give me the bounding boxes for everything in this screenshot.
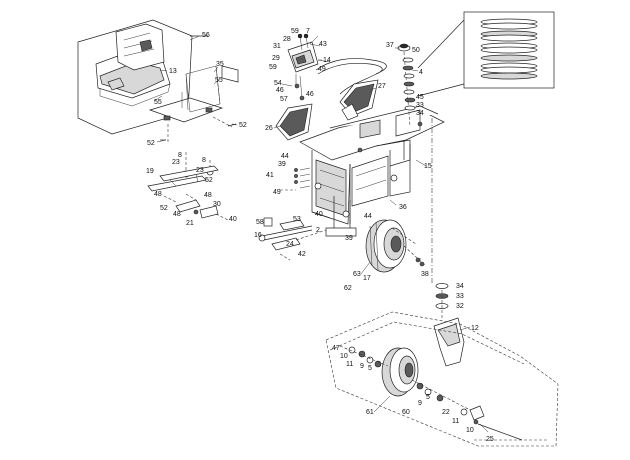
callout-19: 19 bbox=[146, 168, 154, 175]
front-axle-assembly bbox=[325, 311, 559, 447]
callout-15: 15 bbox=[424, 163, 432, 170]
callout-52: 52 bbox=[239, 122, 247, 129]
callout-42: 42 bbox=[298, 251, 306, 258]
callout-59b: 59 bbox=[269, 64, 277, 71]
callout-39a: 39 bbox=[278, 161, 286, 168]
callout-53a: 53 bbox=[293, 216, 301, 223]
callout-43: 43 bbox=[319, 41, 327, 48]
callout-37: 37 bbox=[386, 42, 394, 49]
callout-23b: 23 bbox=[196, 167, 204, 174]
callout-23a: 23 bbox=[172, 159, 180, 166]
callout-35: 35 bbox=[216, 61, 224, 68]
callout-31: 31 bbox=[273, 43, 281, 50]
callout-56: 56 bbox=[202, 32, 210, 39]
callout-63: 63 bbox=[353, 271, 361, 278]
caster-spindle-stack bbox=[431, 118, 449, 318]
callout-44b: 44 bbox=[364, 213, 372, 220]
linkage-assembly bbox=[258, 217, 327, 261]
callout-17: 17 bbox=[363, 275, 371, 282]
washer-detail-inset bbox=[463, 11, 555, 89]
callout-11b: 11 bbox=[452, 418, 459, 425]
callout-12: 12 bbox=[471, 325, 479, 332]
callout-55b: 55 bbox=[215, 77, 223, 84]
callout-49b: 49 bbox=[273, 189, 281, 196]
callout-57: 57 bbox=[280, 96, 288, 103]
rear-drive-wheel bbox=[365, 219, 427, 273]
callout-39b: 39 bbox=[345, 235, 353, 242]
callout-52d: 52 bbox=[160, 205, 168, 212]
callout-25: 25 bbox=[486, 436, 494, 443]
callout-9b: 9 bbox=[418, 400, 422, 407]
callout-26: 26 bbox=[265, 125, 273, 132]
callout-40a: 40 bbox=[229, 216, 237, 223]
seat-assembly bbox=[77, 19, 239, 142]
callout-labels: 56 13 55 35 55 52 52 8 8 23 23 19 52 48 … bbox=[146, 28, 494, 443]
callout-40b: 40 bbox=[315, 211, 323, 218]
callout-62: 62 bbox=[344, 285, 352, 292]
callout-7: 7 bbox=[306, 28, 310, 35]
callout-27: 27 bbox=[378, 83, 386, 90]
callout-36: 36 bbox=[399, 204, 407, 211]
callout-46a: 46 bbox=[276, 87, 284, 94]
callout-33b: 33 bbox=[456, 293, 464, 300]
callout-10b: 10 bbox=[466, 427, 474, 434]
callout-61: 61 bbox=[366, 409, 374, 416]
callout-10a: 10 bbox=[340, 353, 348, 360]
callout-2: 2 bbox=[316, 227, 320, 234]
callout-16: 16 bbox=[254, 232, 262, 239]
callout-45: 45 bbox=[416, 94, 424, 101]
callout-59a: 59 bbox=[291, 28, 299, 35]
callout-24: 24 bbox=[286, 241, 294, 248]
callout-46b: 46 bbox=[306, 91, 314, 98]
callout-leaders bbox=[153, 35, 489, 433]
callout-47: 47 bbox=[332, 345, 340, 352]
callout-11a: 11 bbox=[346, 361, 353, 368]
callout-14: 14 bbox=[323, 57, 331, 64]
callout-58: 58 bbox=[256, 219, 264, 226]
callout-30: 30 bbox=[213, 201, 221, 208]
callout-21: 21 bbox=[186, 220, 194, 227]
callout-5b: 5 bbox=[426, 394, 430, 401]
steering-pivot-stack bbox=[397, 19, 465, 127]
callout-60: 60 bbox=[402, 409, 410, 416]
callout-5a: 5 bbox=[368, 365, 372, 372]
caster-fork bbox=[433, 317, 465, 367]
callout-9a: 9 bbox=[360, 363, 364, 370]
callout-48a: 48 bbox=[154, 191, 162, 198]
callout-13: 13 bbox=[169, 68, 177, 75]
callout-38: 38 bbox=[421, 271, 429, 278]
callout-50: 50 bbox=[412, 47, 420, 54]
callout-33a: 33 bbox=[416, 102, 424, 109]
callout-44a: 44 bbox=[281, 153, 289, 160]
callout-28: 28 bbox=[283, 36, 291, 43]
main-frame bbox=[280, 103, 445, 237]
callout-54: 54 bbox=[274, 80, 282, 87]
callout-34b: 34 bbox=[456, 283, 464, 290]
callout-49a: 49 bbox=[318, 66, 326, 73]
callout-52c: 52 bbox=[205, 177, 213, 184]
callout-29: 29 bbox=[272, 55, 280, 62]
callout-48c: 48 bbox=[173, 211, 181, 218]
seat-slide-assembly bbox=[147, 152, 229, 221]
callout-52b: 52 bbox=[147, 140, 155, 147]
callout-48b: 48 bbox=[204, 192, 212, 199]
control-console-assembly bbox=[287, 33, 387, 101]
callout-34a: 34 bbox=[416, 110, 424, 117]
callout-41: 41 bbox=[266, 172, 274, 179]
callout-8a: 8 bbox=[178, 152, 182, 159]
callout-55: 55 bbox=[154, 99, 162, 106]
fender-cover-left bbox=[275, 103, 313, 141]
callout-4: 4 bbox=[419, 69, 423, 76]
callout-32: 32 bbox=[456, 303, 464, 310]
callout-22: 22 bbox=[442, 409, 450, 416]
callout-8b: 8 bbox=[202, 157, 206, 164]
